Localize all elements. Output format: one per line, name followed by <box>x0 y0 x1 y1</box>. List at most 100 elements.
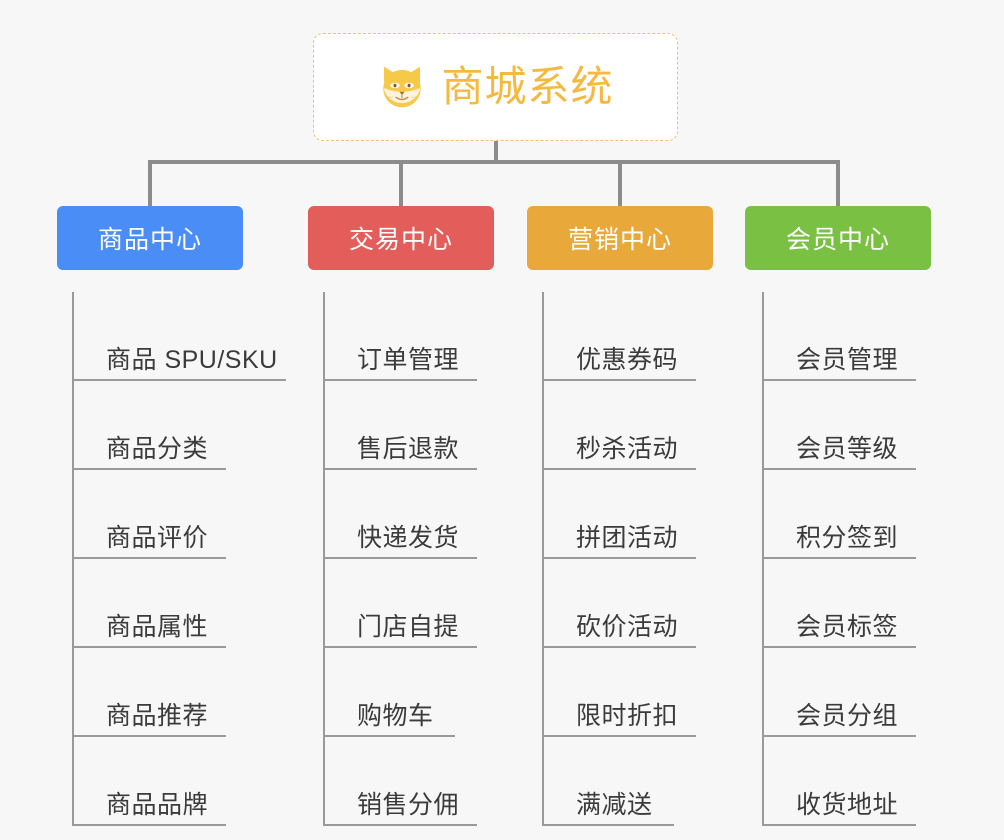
connector-drop-product-center <box>148 160 152 206</box>
root-title: 商城系统 <box>441 63 614 110</box>
leaf-underline <box>764 735 916 737</box>
leaf-item[interactable]: 商品属性 <box>74 559 243 648</box>
leaf-underline <box>325 824 477 826</box>
leaf-underline <box>544 379 696 381</box>
leaf-item[interactable]: 积分签到 <box>764 470 931 559</box>
leaf-item-label: 商品品牌 <box>106 791 209 820</box>
leaf-list-trade-center: 订单管理售后退款快递发货门店自提购物车销售分佣 <box>323 292 494 826</box>
leaf-item-label: 销售分佣 <box>357 791 460 820</box>
leaf-item[interactable]: 商品推荐 <box>74 648 243 737</box>
leaf-item[interactable]: 拼团活动 <box>544 470 713 559</box>
leaf-item-label: 商品 SPU/SKU <box>106 346 278 375</box>
category-header-label: 商品中心 <box>97 226 202 254</box>
leaf-item[interactable]: 砍价活动 <box>544 559 713 648</box>
leaf-item-label: 商品分类 <box>106 435 209 464</box>
leaf-underline <box>764 646 916 648</box>
leaf-underline <box>74 557 226 559</box>
connector-root-stem <box>493 141 498 164</box>
category-column-marketing-center: 营销中心优惠券码秒杀活动拼团活动砍价活动限时折扣满减送 <box>527 206 713 826</box>
leaf-item-label: 会员管理 <box>796 346 899 375</box>
leaf-item-label: 购物车 <box>357 702 434 731</box>
leaf-item-label: 秒杀活动 <box>576 435 679 464</box>
leaf-item[interactable]: 快递发货 <box>325 470 494 559</box>
leaf-item-label: 限时折扣 <box>576 702 679 731</box>
leaf-underline <box>544 646 696 648</box>
leaf-item-label: 会员分组 <box>796 702 899 731</box>
tree-spine <box>72 292 74 826</box>
leaf-item[interactable]: 商品品牌 <box>74 737 243 826</box>
leaf-item[interactable]: 售后退款 <box>325 381 494 470</box>
leaf-item-label: 商品评价 <box>106 524 209 553</box>
leaf-item[interactable]: 限时折扣 <box>544 648 713 737</box>
leaf-underline <box>74 468 226 470</box>
leaf-item-label: 门店自提 <box>357 613 460 642</box>
leaf-item-label: 商品推荐 <box>106 702 209 731</box>
leaf-underline <box>325 646 477 648</box>
leaf-underline <box>74 379 286 381</box>
leaf-item[interactable]: 商品评价 <box>74 470 243 559</box>
category-header-product-center[interactable]: 商品中心 <box>57 206 243 270</box>
leaf-underline <box>325 468 477 470</box>
leaf-item[interactable]: 满减送 <box>544 737 713 826</box>
leaf-underline <box>544 824 674 826</box>
leaf-item[interactable]: 收货地址 <box>764 737 931 826</box>
category-column-member-center: 会员中心会员管理会员等级积分签到会员标签会员分组收货地址 <box>745 206 931 826</box>
leaf-item[interactable]: 会员标签 <box>764 559 931 648</box>
leaf-item-label: 订单管理 <box>357 346 460 375</box>
leaf-item-label: 商品属性 <box>106 613 209 642</box>
leaf-underline <box>325 379 477 381</box>
leaf-underline <box>325 735 455 737</box>
leaf-underline <box>764 379 916 381</box>
leaf-item[interactable]: 商品分类 <box>74 381 243 470</box>
leaf-item[interactable]: 销售分佣 <box>325 737 494 826</box>
leaf-item[interactable]: 会员等级 <box>764 381 931 470</box>
leaf-item-label: 收货地址 <box>796 791 899 820</box>
shiba-inu-dog-face-icon <box>383 66 422 108</box>
leaf-item[interactable]: 秒杀活动 <box>544 381 713 470</box>
tree-spine <box>762 292 764 826</box>
leaf-underline <box>764 468 916 470</box>
leaf-underline <box>74 646 226 648</box>
category-header-marketing-center[interactable]: 营销中心 <box>527 206 713 270</box>
leaf-item-label: 砍价活动 <box>576 613 679 642</box>
leaf-item-label: 会员等级 <box>796 435 899 464</box>
category-header-label: 会员中心 <box>785 226 890 254</box>
leaf-list-product-center: 商品 SPU/SKU 商品分类商品评价商品属性商品推荐商品品牌 <box>72 292 286 826</box>
connector-drop-marketing-center <box>618 160 622 206</box>
category-column-product-center: 商品中心商品 SPU/SKU 商品分类商品评价商品属性商品推荐商品品牌 <box>57 206 286 826</box>
leaf-underline <box>74 735 226 737</box>
connector-drop-member-center <box>836 160 840 206</box>
leaf-item[interactable]: 会员分组 <box>764 648 931 737</box>
leaf-underline <box>764 557 916 559</box>
leaf-item-label: 会员标签 <box>796 613 899 642</box>
leaf-underline <box>544 557 696 559</box>
tree-spine <box>323 292 325 826</box>
leaf-item[interactable]: 订单管理 <box>325 292 494 381</box>
leaf-item[interactable]: 优惠券码 <box>544 292 713 381</box>
leaf-underline <box>764 824 916 826</box>
connector-drop-trade-center <box>399 160 403 206</box>
category-header-member-center[interactable]: 会员中心 <box>745 206 931 270</box>
leaf-underline <box>544 735 696 737</box>
leaf-item[interactable]: 门店自提 <box>325 559 494 648</box>
leaf-item-label: 快递发货 <box>357 524 460 553</box>
tree-spine <box>542 292 544 826</box>
leaf-item[interactable]: 商品 SPU/SKU <box>74 292 286 381</box>
category-header-trade-center[interactable]: 交易中心 <box>308 206 494 270</box>
leaf-item[interactable]: 购物车 <box>325 648 494 737</box>
root-node[interactable]: 商城系统 <box>313 33 678 141</box>
category-header-label: 营销中心 <box>567 226 672 254</box>
leaf-item[interactable]: 会员管理 <box>764 292 931 381</box>
category-column-trade-center: 交易中心订单管理售后退款快递发货门店自提购物车销售分佣 <box>308 206 494 826</box>
connector-rail <box>148 160 840 164</box>
leaf-underline <box>325 557 477 559</box>
leaf-list-member-center: 会员管理会员等级积分签到会员标签会员分组收货地址 <box>762 292 931 826</box>
leaf-item-label: 拼团活动 <box>576 524 679 553</box>
leaf-underline <box>74 824 226 826</box>
leaf-item-label: 优惠券码 <box>576 346 679 375</box>
category-header-label: 交易中心 <box>348 226 453 254</box>
leaf-list-marketing-center: 优惠券码秒杀活动拼团活动砍价活动限时折扣满减送 <box>542 292 713 826</box>
leaf-item-label: 积分签到 <box>796 524 899 553</box>
leaf-item-label: 售后退款 <box>357 435 460 464</box>
leaf-item-label: 满减送 <box>576 791 653 820</box>
